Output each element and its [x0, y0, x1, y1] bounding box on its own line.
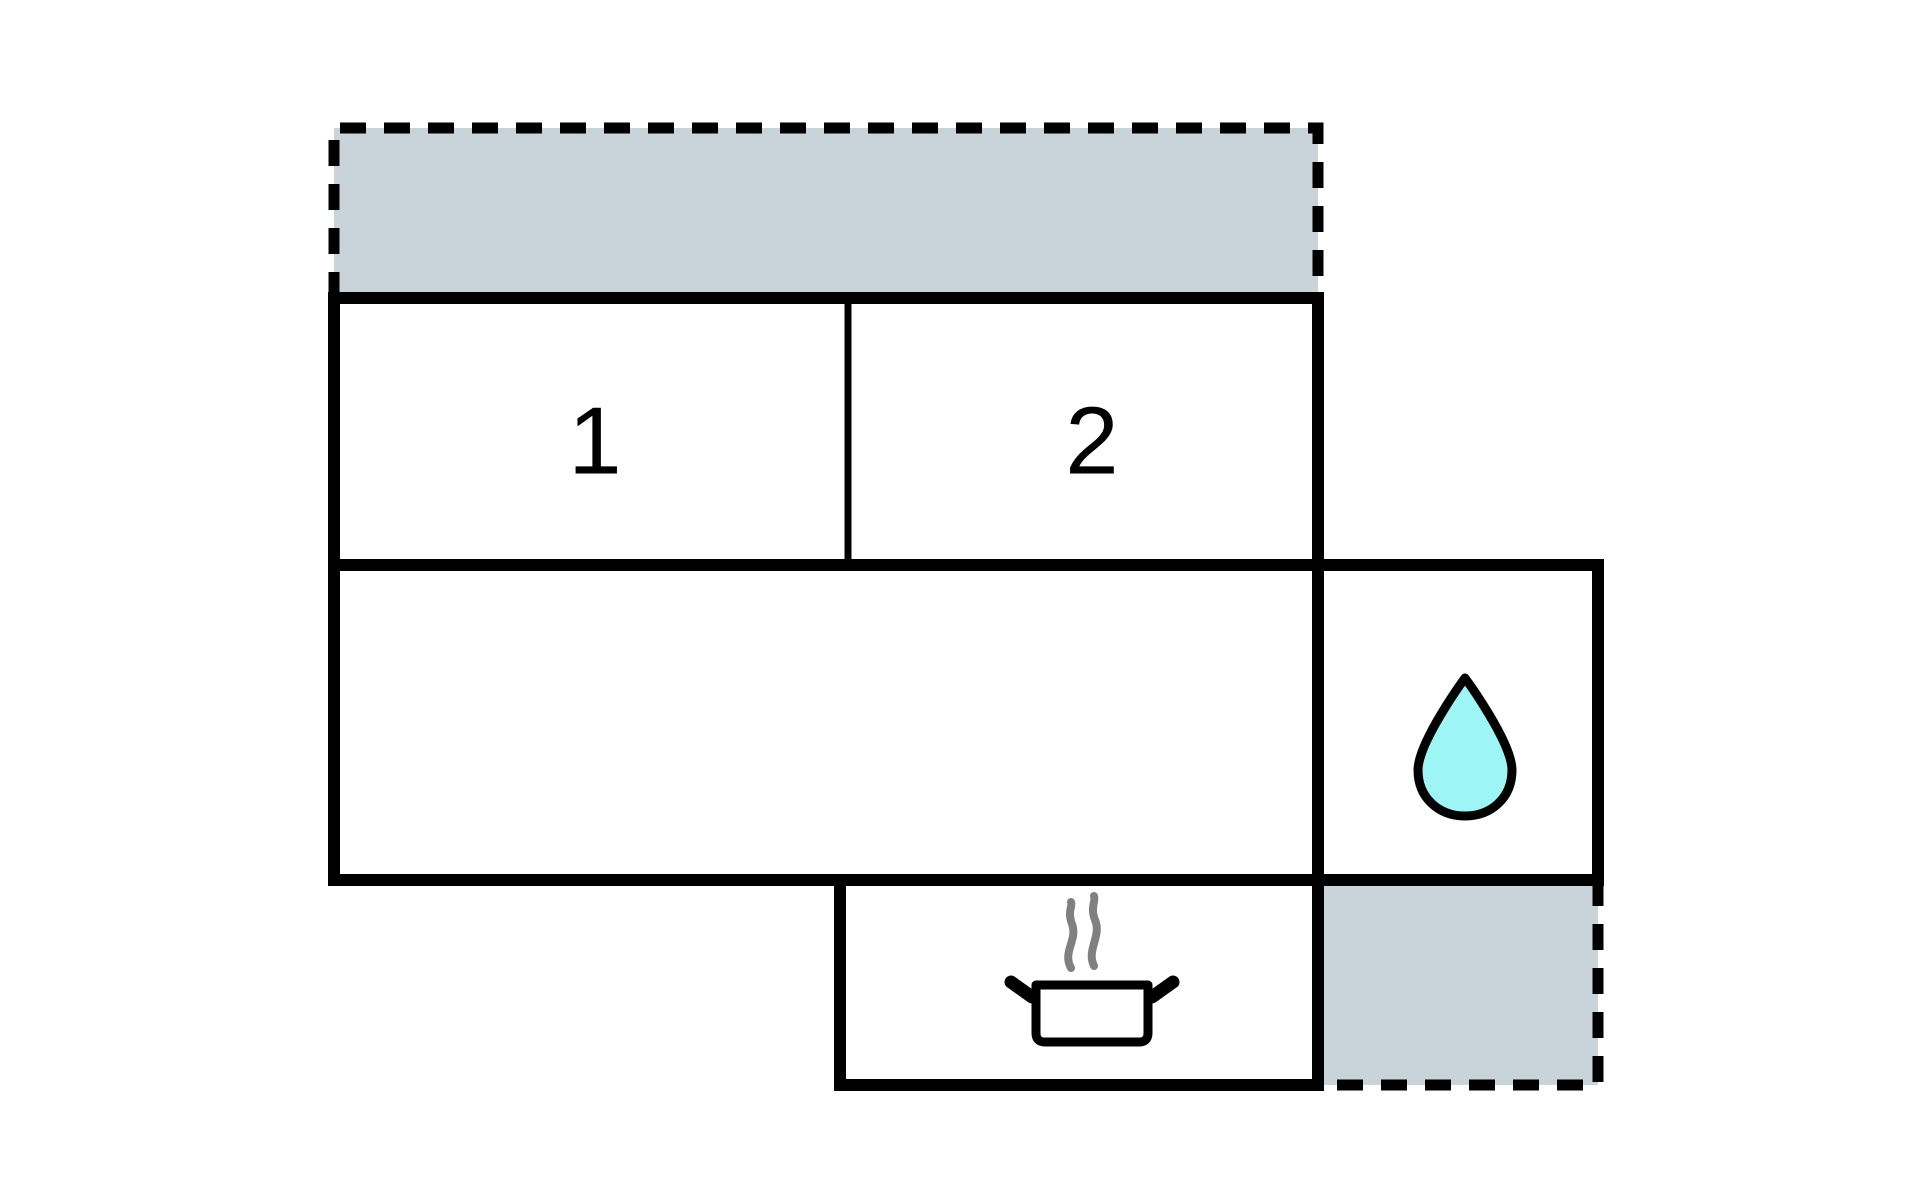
dashed-zone-outlines-layer — [328, 122, 1604, 1091]
pot-handle-left — [1004, 975, 1039, 1004]
outer-walls-layer — [328, 292, 1604, 1091]
room-two-fill — [848, 298, 1318, 565]
room-number-1: 1 — [568, 387, 621, 494]
shaded-zones-layer — [334, 128, 1598, 1085]
main-living-area-fill — [334, 565, 1318, 880]
pot-body — [1031, 980, 1153, 1047]
room-number-labels-layer: 1 2 — [568, 387, 1118, 494]
cooking-pot-icon — [1004, 892, 1180, 1047]
steam-right — [1087, 892, 1101, 970]
room-number-2: 2 — [1065, 387, 1118, 494]
top-shaded-zone-fill — [334, 128, 1318, 298]
bottom-zone-dashed-outline — [1318, 880, 1604, 1091]
water-drop-shape — [1413, 673, 1517, 821]
top-zone-dashed-outline — [328, 122, 1324, 298]
pot-handle-right — [1145, 975, 1180, 1004]
steam-left — [1064, 898, 1078, 972]
water-drop-icon — [1413, 673, 1517, 821]
room-one-fill — [334, 298, 848, 565]
bottom-shaded-zone-fill — [1318, 880, 1598, 1085]
room-fills-layer — [334, 298, 1598, 1085]
